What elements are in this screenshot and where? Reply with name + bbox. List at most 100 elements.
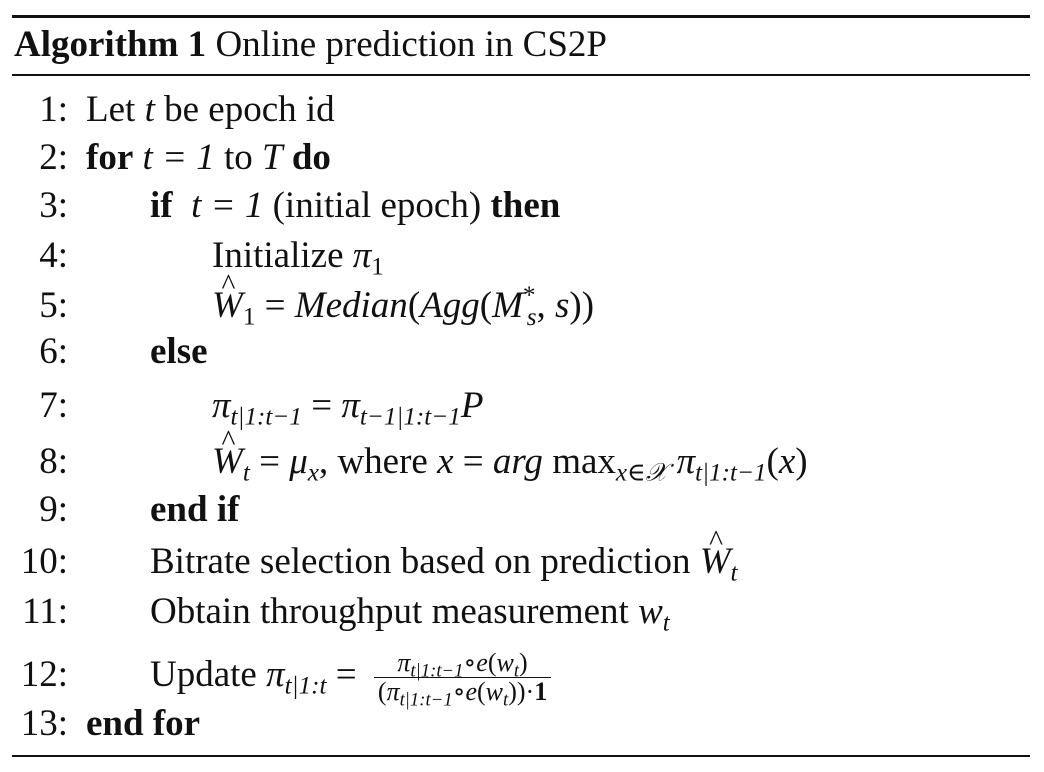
math-variable: s [554, 285, 570, 326]
math-subscript: t [730, 559, 738, 587]
algorithm-caption: Algorithm 1 Online prediction in CS2P [14, 20, 607, 70]
text: Update [150, 654, 267, 695]
keyword: end if [150, 489, 240, 530]
math-subscript: x [307, 459, 319, 487]
math-subscript: t|1:t−1 [695, 459, 767, 487]
math-subscript: t|1:t−1 [410, 660, 464, 682]
line-number: 10: [20, 541, 68, 582]
line-content: end for [86, 700, 200, 748]
math-superscript: * [522, 282, 536, 310]
math-operator: ∘ [452, 677, 466, 707]
math-subscript: t [242, 459, 250, 487]
text: Let [86, 89, 145, 130]
math-variable: t [144, 89, 155, 130]
text: Bitrate selection based on prediction [150, 541, 700, 582]
line-content: πt|1:t−1=πt−1|1:t−1P [212, 382, 483, 430]
math-subscript: 1 [242, 303, 256, 331]
text: be epoch id [154, 89, 335, 130]
line-content: Let t be epoch id [86, 86, 335, 134]
math-subscript: t [662, 609, 670, 637]
math-variable: M [492, 285, 523, 326]
algorithm-title: Online prediction in CS2P [215, 24, 608, 65]
algorithm-label: Algorithm 1 [14, 24, 207, 65]
algorithm-line-2: 2: for t = 1 to T do [0, 134, 1040, 182]
math-function: Median [294, 285, 408, 326]
keyword: do [291, 137, 331, 178]
math-variable: x [778, 441, 796, 482]
algorithm-line-7: 7: πt|1:t−1=πt−1|1:t−1P [0, 382, 1040, 430]
math-subscript: s [526, 303, 537, 331]
keyword: then [490, 185, 561, 226]
caption-rule [12, 74, 1030, 76]
top-rule [12, 15, 1030, 18]
line-number: 12: [20, 654, 68, 695]
math-subscript: t [503, 689, 509, 711]
math-function: arg [492, 441, 543, 482]
bottom-rule [12, 755, 1030, 757]
math-vector-one: 1 [534, 677, 548, 707]
line-number: 5: [39, 285, 68, 326]
math-operator: = [335, 654, 357, 695]
math-function: Agg [420, 285, 480, 326]
algorithm-line-4: 4: Initialize π1 [0, 232, 1040, 280]
line-number: 2: [39, 137, 68, 178]
line-content: Update πt|1:t=πt|1:t−1∘e(wt)(πt|1:t−1∘e(… [150, 644, 552, 709]
keyword: for [86, 137, 134, 178]
line-content: Bitrate selection based on prediction Wt [150, 517, 738, 587]
text: , where [318, 441, 438, 482]
line-number: 11: [22, 591, 68, 632]
math-operator: = [311, 385, 333, 426]
line-content: Initialize π1 [212, 232, 384, 280]
math-operator: ∘ [463, 648, 477, 678]
math-variable: P [460, 385, 484, 426]
algorithm-line-5: 5: W1=Median(Agg(M*s, s)) [0, 261, 1040, 331]
algorithm-line-10: 10: Bitrate selection based on predictio… [0, 517, 1040, 587]
line-content: W1=Median(Agg(M*s, s)) [212, 261, 594, 331]
math-function: e [476, 648, 488, 678]
math-operator: = [462, 441, 484, 482]
math-variable: μ [289, 441, 308, 482]
math-fraction: πt|1:t−1∘e(wt)(πt|1:t−1∘e(wt))·1 [373, 648, 552, 709]
math-variable: π [341, 385, 360, 426]
keyword: else [150, 331, 208, 372]
line-content: Obtain throughput measurement wt [150, 588, 670, 636]
line-content: if t = 1 (initial epoch) then [150, 182, 560, 230]
text: Obtain throughput measurement [150, 591, 639, 632]
line-content: for t = 1 to T do [86, 134, 331, 182]
line-content: Wt=μx, where x=arg maxx∈𝒳 πt|1:t−1(x) [212, 417, 808, 487]
fraction-numerator: πt|1:t−1∘e(wt) [397, 648, 528, 682]
line-number: 4: [39, 235, 68, 276]
line-content: end if [150, 486, 239, 534]
line-number: 9: [39, 489, 68, 530]
line-number: 3: [39, 185, 68, 226]
algorithm-line-11: 11: Obtain throughput measurement wt [0, 588, 1040, 636]
math-subscript: t|1:t−1 [399, 689, 453, 711]
math-variable: w [496, 648, 514, 678]
math-subscript: 1 [371, 253, 384, 281]
math-operator: · [525, 677, 535, 707]
keyword: end for [86, 703, 201, 744]
algorithm-line-13: 13: end for [0, 700, 1040, 748]
math-variable: π [676, 441, 696, 482]
math-variable: T [262, 137, 283, 178]
math-variable: π [352, 235, 372, 276]
math-function: max [552, 441, 616, 482]
text: to [224, 137, 253, 178]
math-subscript: t|1:t [284, 672, 327, 700]
math-function: e [465, 677, 477, 707]
math-subscript: x∈𝒳 [615, 459, 668, 487]
math-expression: t = 1 [191, 185, 264, 226]
fraction-denominator: (πt|1:t−1∘e(wt))·1 [373, 677, 552, 709]
algorithm-line-1: 1: Let t be epoch id [0, 86, 1040, 134]
math-variable: π [386, 677, 400, 707]
math-operator: = [259, 441, 280, 482]
keyword: if [150, 185, 173, 226]
math-operator: = [264, 285, 286, 326]
text: (initial epoch) [272, 185, 482, 226]
math-variable: x [437, 441, 454, 482]
math-variable: π [397, 648, 411, 678]
math-subscript: t−1|1:t−1 [359, 403, 461, 431]
line-content: else [150, 328, 208, 376]
math-variable: W [212, 261, 243, 330]
algorithm-line-3: 3: if t = 1 (initial epoch) then [0, 182, 1040, 230]
